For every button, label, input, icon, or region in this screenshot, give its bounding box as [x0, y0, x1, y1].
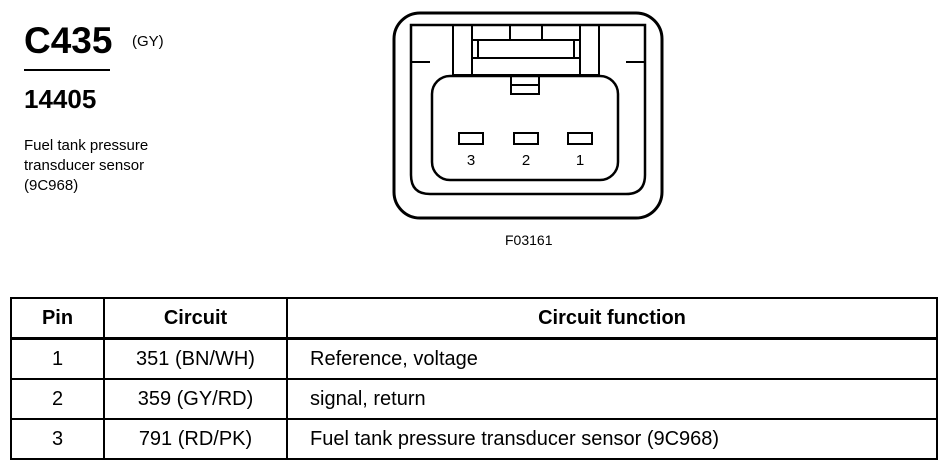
function-cell: Reference, voltage [286, 337, 938, 380]
pin-1-terminal [567, 132, 593, 145]
table-header-row: Pin Circuit Circuit function [10, 297, 938, 340]
table-row: 2 359 (GY/RD) signal, return [10, 378, 938, 420]
description-line: (9C968) [24, 177, 79, 194]
circuit-cell: 791 (RD/PK) [103, 418, 288, 460]
table-row: 1 351 (BN/WH) Reference, voltage [10, 337, 938, 380]
function-cell: signal, return [286, 378, 938, 420]
connector-outer-shell [392, 11, 664, 220]
circuit-cell: 359 (GY/RD) [103, 378, 288, 420]
pin-3-terminal [458, 132, 484, 145]
part-number: 14405 [24, 84, 97, 114]
table-row: 3 791 (RD/PK) Fuel tank pressure transdu… [10, 418, 938, 460]
pin-cell: 2 [10, 378, 105, 420]
figure-code: F03161 [505, 232, 553, 248]
function-cell: Fuel tank pressure transducer sensor (9C… [286, 418, 938, 460]
circuit-cell: 351 (BN/WH) [103, 337, 288, 380]
connector-code: C435 [24, 20, 113, 61]
description-line: Fuel tank pressure [24, 137, 149, 154]
pin-label: 3 [467, 152, 475, 169]
header-function: Circuit function [286, 297, 938, 340]
lock-tab [452, 24, 600, 76]
pin-label: 2 [522, 152, 530, 169]
pin-cell: 3 [10, 418, 105, 460]
pin-cell: 1 [10, 337, 105, 380]
pin-2-terminal [513, 132, 539, 145]
pin-label: 1 [576, 152, 584, 169]
title-underline [24, 69, 110, 71]
connector-inner-shell [409, 23, 647, 196]
header-pin: Pin [10, 297, 105, 340]
connector-color: (GY) [132, 33, 164, 50]
component-description: Fuel tank pressure transducer sensor (9C… [24, 136, 224, 196]
pin-table: Pin Circuit Circuit function 1 351 (BN/W… [10, 297, 938, 460]
header-circuit: Circuit [103, 297, 288, 340]
description-line: transducer sensor [24, 157, 145, 174]
lock-tab-bar [477, 39, 575, 59]
